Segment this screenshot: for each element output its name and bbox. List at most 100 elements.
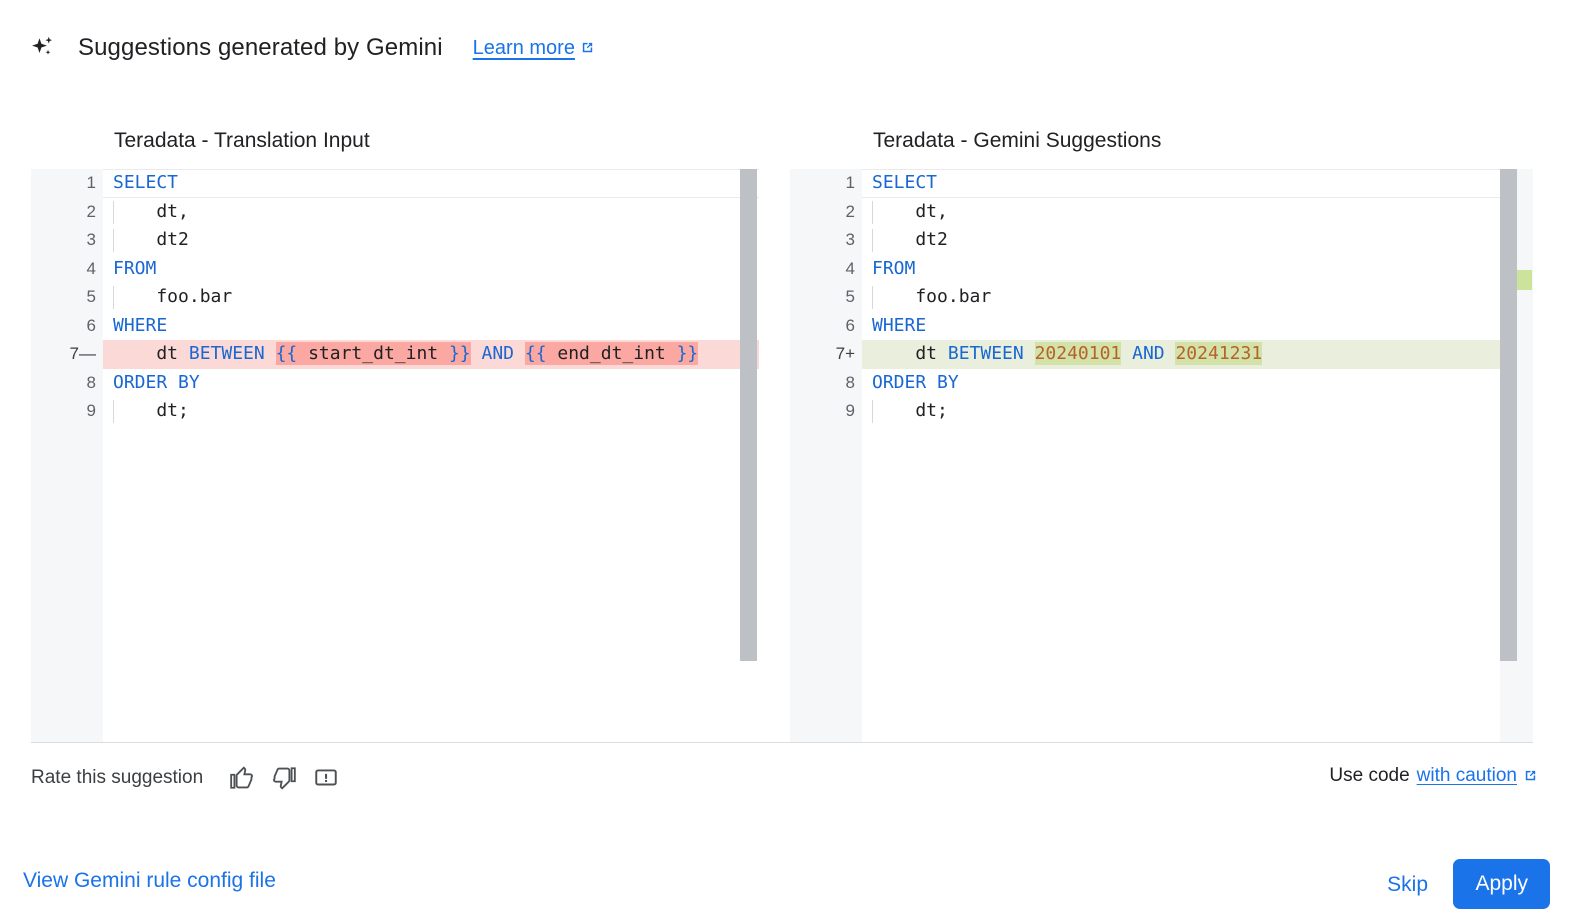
code-line[interactable]: 5 foo.bar bbox=[31, 283, 759, 312]
code-line[interactable]: 9 dt; bbox=[790, 397, 1533, 426]
code-line-text: SELECT bbox=[862, 169, 1533, 198]
code-token: SELECT bbox=[872, 172, 938, 193]
code-token bbox=[514, 343, 525, 364]
apply-button[interactable]: Apply bbox=[1453, 859, 1550, 909]
code-tokens: SELECT bbox=[113, 172, 178, 193]
code-line-text: ORDER BY bbox=[103, 368, 759, 397]
code-line-text: dt; bbox=[862, 397, 1533, 426]
use-code-caution: Use code with caution bbox=[1329, 765, 1538, 787]
code-line[interactable]: 6 WHERE bbox=[790, 311, 1533, 340]
code-line-text: dt, bbox=[103, 197, 759, 226]
code-token: 20240101 bbox=[1034, 342, 1122, 365]
indent-guide bbox=[872, 200, 873, 224]
line-number: 2 bbox=[790, 197, 862, 226]
code-line[interactable]: 8 ORDER BY bbox=[31, 368, 759, 397]
line-number: 7+ bbox=[790, 340, 862, 369]
code-tokens: dt2 bbox=[872, 229, 948, 250]
code-line[interactable]: 7— dt BETWEEN {{ start_dt_int }} AND {{ … bbox=[31, 340, 759, 369]
line-number: 9 bbox=[31, 397, 103, 426]
vertical-scrollbar-right[interactable] bbox=[1500, 169, 1517, 661]
code-line-text: FROM bbox=[862, 254, 1533, 283]
code-tokens: WHERE bbox=[872, 315, 926, 336]
code-token: }} bbox=[448, 342, 471, 365]
code-line-text: dt, bbox=[862, 197, 1533, 226]
thumb-down-icon bbox=[273, 767, 296, 790]
code-tokens: ORDER BY bbox=[113, 372, 200, 393]
code-line[interactable]: 3 dt2 bbox=[790, 226, 1533, 255]
code-tokens: dt2 bbox=[113, 229, 189, 250]
code-line[interactable]: 9 dt; bbox=[31, 397, 759, 426]
code-token: BETWEEN bbox=[947, 343, 1024, 364]
code-line[interactable]: 6 WHERE bbox=[31, 311, 759, 340]
rate-label: Rate this suggestion bbox=[31, 767, 204, 788]
code-token: dt; bbox=[872, 400, 948, 421]
line-number: 2 bbox=[31, 197, 103, 226]
code-token: dt; bbox=[113, 400, 189, 421]
code-token: foo.bar bbox=[872, 286, 992, 307]
use-code-label: Use code bbox=[1329, 765, 1410, 786]
code-tokens: foo.bar bbox=[872, 286, 991, 307]
line-number: 4 bbox=[790, 254, 862, 283]
code-token bbox=[265, 343, 276, 364]
code-token bbox=[1165, 343, 1176, 364]
code-token: ORDER BY bbox=[872, 371, 959, 393]
line-number: 8 bbox=[790, 368, 862, 397]
code-line[interactable]: 7+ dt BETWEEN 20240101 AND 20241231 bbox=[790, 340, 1533, 369]
learn-more-link[interactable]: Learn more bbox=[473, 37, 595, 60]
line-number: 1 bbox=[790, 169, 862, 198]
code-token: WHERE bbox=[872, 314, 927, 336]
code-tokens: dt, bbox=[113, 201, 189, 222]
code-token: dt, bbox=[113, 200, 189, 222]
report-feedback-button[interactable] bbox=[309, 761, 343, 795]
with-caution-link[interactable]: with caution bbox=[1417, 765, 1538, 787]
thumb-up-button[interactable] bbox=[225, 761, 259, 795]
thumb-down-button[interactable] bbox=[267, 761, 301, 795]
code-line[interactable]: 3 dt2 bbox=[31, 226, 759, 255]
line-number: 9 bbox=[790, 397, 862, 426]
code-token: AND bbox=[481, 343, 515, 364]
code-line-text: WHERE bbox=[862, 311, 1533, 340]
code-line-text: dt2 bbox=[862, 226, 1533, 255]
code-line-text: FROM bbox=[103, 254, 759, 283]
code-line[interactable]: 1 SELECT bbox=[790, 169, 1533, 198]
code-token: dt2 bbox=[872, 229, 948, 250]
code-token bbox=[1024, 343, 1035, 364]
line-number: 8 bbox=[31, 368, 103, 397]
code-line[interactable]: 5 foo.bar bbox=[790, 283, 1533, 312]
code-tokens: ORDER BY bbox=[872, 372, 959, 393]
indent-guide bbox=[872, 400, 873, 423]
code-token: start_dt_int bbox=[297, 342, 449, 365]
ruler-mark-added bbox=[1516, 270, 1532, 290]
line-number: 6 bbox=[790, 311, 862, 340]
report-feedback-icon bbox=[315, 769, 337, 786]
indent-guide bbox=[113, 229, 114, 252]
code-line-text: foo.bar bbox=[862, 283, 1533, 312]
indent-guide bbox=[872, 229, 873, 252]
page-title: Suggestions generated by Gemini bbox=[78, 34, 443, 61]
skip-button[interactable]: Skip bbox=[1375, 865, 1440, 905]
line-number: 5 bbox=[790, 283, 862, 312]
code-line[interactable]: 2 dt, bbox=[31, 197, 759, 226]
view-gemini-rule-config-file-link[interactable]: View Gemini rule config file bbox=[23, 869, 276, 892]
pane-title-original: Teradata - Translation Input bbox=[31, 112, 759, 169]
learn-more-label: Learn more bbox=[472, 36, 575, 59]
code-token bbox=[1121, 343, 1132, 364]
code-token: dt, bbox=[872, 200, 948, 222]
code-token: WHERE bbox=[113, 314, 168, 336]
code-line[interactable]: 8 ORDER BY bbox=[790, 368, 1533, 397]
vertical-scrollbar-left[interactable] bbox=[740, 169, 757, 661]
sparkle-icon bbox=[32, 36, 53, 55]
line-number: 6 bbox=[31, 311, 103, 340]
code-tokens: foo.bar bbox=[113, 286, 232, 307]
code-line-text: dt2 bbox=[103, 226, 759, 255]
indent-guide bbox=[872, 286, 873, 309]
pane-title-suggestion: Teradata - Gemini Suggestions bbox=[790, 112, 1533, 169]
code-line[interactable]: 2 dt, bbox=[790, 197, 1533, 226]
code-line-text: ORDER BY bbox=[862, 368, 1533, 397]
